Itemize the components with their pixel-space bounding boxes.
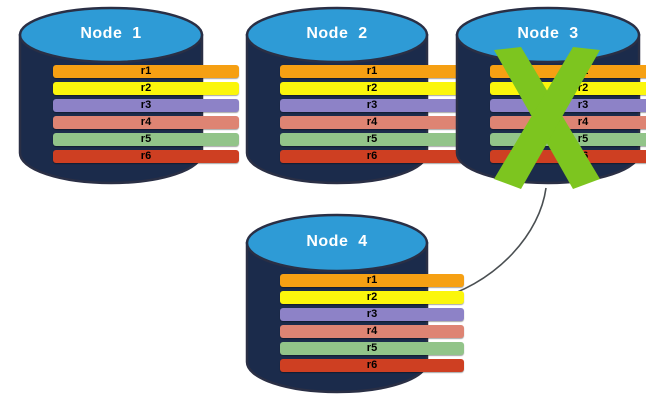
- row-label: r3: [366, 308, 378, 320]
- table-row: r1: [53, 65, 239, 78]
- row-label: r5: [366, 342, 378, 354]
- row-label: r6: [140, 150, 152, 162]
- cylinder-top: [18, 6, 204, 64]
- row-label: r2: [366, 291, 378, 303]
- table-row: r4: [490, 116, 646, 129]
- table-row: r3: [53, 99, 239, 112]
- row-label: r4: [577, 116, 589, 128]
- table-row: r2: [490, 82, 646, 95]
- row-label: r3: [577, 99, 589, 111]
- table-row: r5: [280, 133, 464, 146]
- table-row: r6: [280, 359, 464, 372]
- table-row: r6: [490, 150, 646, 163]
- row-label: r2: [577, 82, 589, 94]
- table-row: r4: [280, 325, 464, 338]
- row-label: r5: [577, 133, 589, 145]
- node-2-row-list: r1 r2 r3 r4 r5 r6: [245, 65, 499, 163]
- row-label: r2: [140, 82, 152, 94]
- row-label: r5: [140, 133, 152, 145]
- table-row: r3: [280, 308, 464, 321]
- node-1-row-list: r1 r2 r3 r4 r5 r6: [18, 65, 274, 163]
- row-label: r6: [366, 359, 378, 371]
- node-4-row-list: r1 r2 r3 r4 r5 r6: [245, 274, 499, 372]
- table-row: r2: [280, 291, 464, 304]
- row-label: r2: [366, 82, 378, 94]
- row-label: r1: [366, 65, 378, 77]
- row-label: r6: [366, 150, 378, 162]
- node-3-row-list: r1 r2 r3 r4 r5 r6: [455, 65, 646, 163]
- row-label: r4: [366, 325, 378, 337]
- table-row: r1: [280, 65, 464, 78]
- row-label: r3: [366, 99, 378, 111]
- table-row: r4: [280, 116, 464, 129]
- row-label: r6: [577, 150, 589, 162]
- row-label: r4: [366, 116, 378, 128]
- row-label: r3: [140, 99, 152, 111]
- row-label: r1: [140, 65, 152, 77]
- row-label: r1: [577, 65, 589, 77]
- row-label: r4: [140, 116, 152, 128]
- table-row: r5: [280, 342, 464, 355]
- table-row: r5: [53, 133, 239, 146]
- table-row: r2: [280, 82, 464, 95]
- table-row: r1: [280, 274, 464, 287]
- cylinder-top: [245, 6, 429, 64]
- table-row: r6: [53, 150, 239, 163]
- row-label: r5: [366, 133, 378, 145]
- table-row: r3: [280, 99, 464, 112]
- table-row: r1: [490, 65, 646, 78]
- table-row: r3: [490, 99, 646, 112]
- table-row: r5: [490, 133, 646, 146]
- row-label: r1: [366, 274, 378, 286]
- table-row: r6: [280, 150, 464, 163]
- table-row: r2: [53, 82, 239, 95]
- cylinder-top: [455, 6, 641, 64]
- table-row: r4: [53, 116, 239, 129]
- cylinder-top: [245, 213, 429, 273]
